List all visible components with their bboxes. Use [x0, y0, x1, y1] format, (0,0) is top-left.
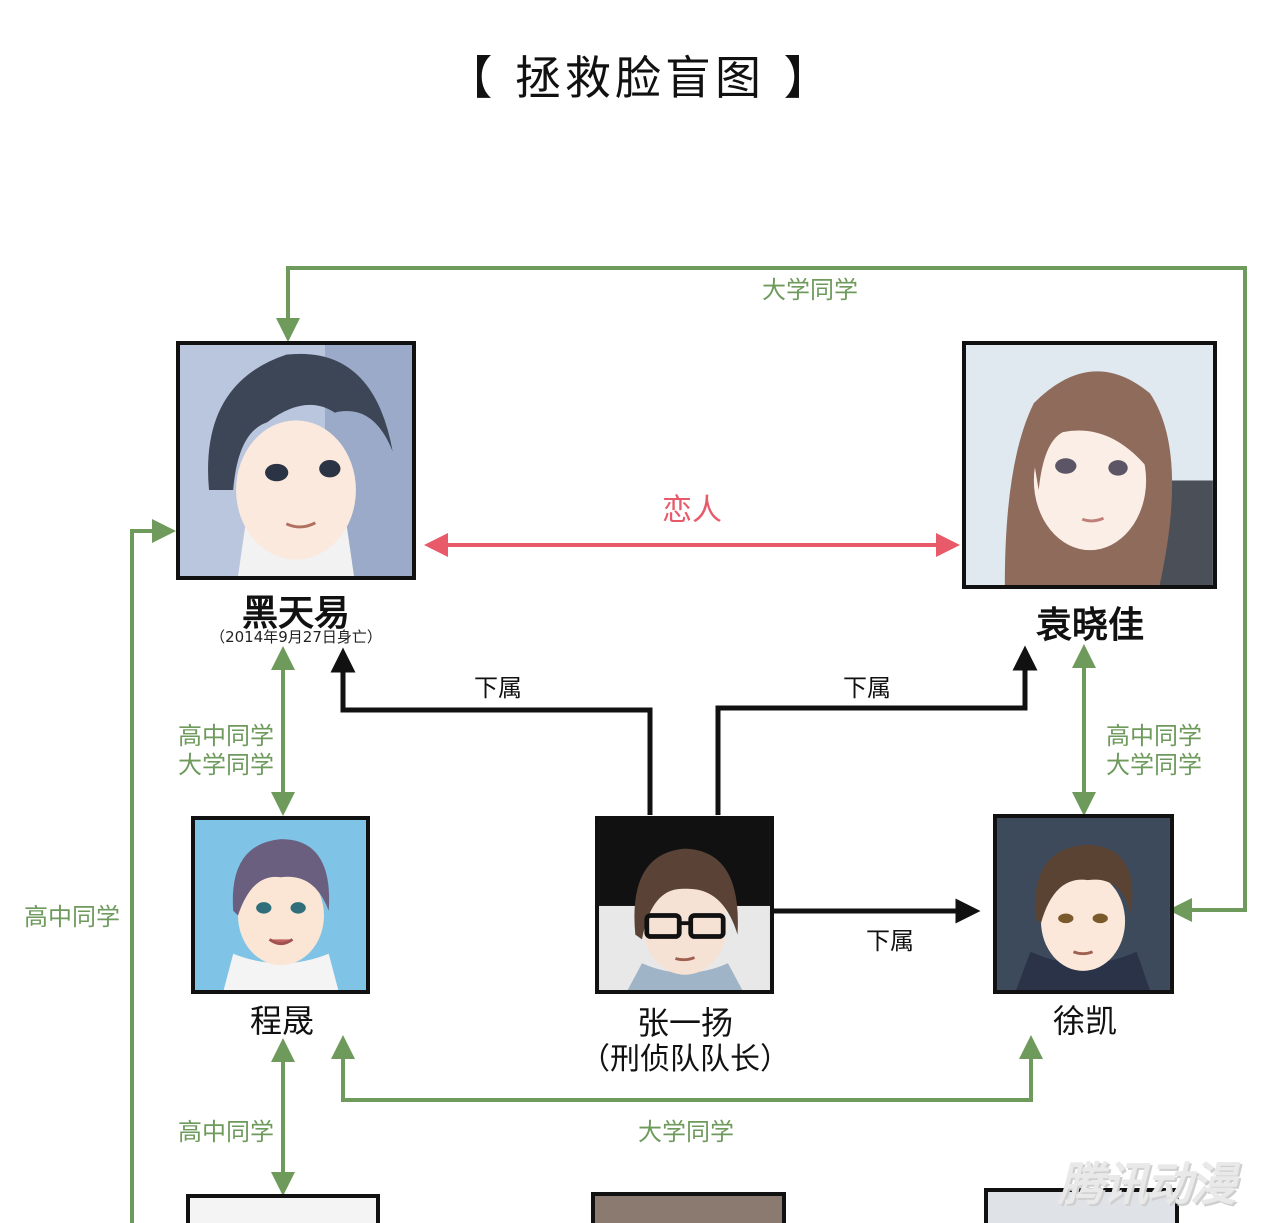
label-subordinate-right: 下属 — [843, 674, 891, 702]
portrait-partial-center — [591, 1192, 786, 1223]
portrait-zhang-yiyang — [595, 816, 774, 994]
label-subordinate-xu: 下属 — [866, 927, 914, 955]
line-zhang-hei — [330, 647, 653, 815]
page-title: 【 拯救脸盲图 】 — [446, 51, 834, 105]
label-top-classmates: 大学同学 — [762, 276, 858, 304]
watermark-logo: 腾讯动漫 — [1058, 1157, 1236, 1211]
line-top-classmates — [276, 266, 1247, 922]
label-yuan-xu-2: 大学同学 — [1106, 751, 1202, 779]
label-yuan-xu-1: 高中同学 — [1106, 722, 1202, 750]
portrait-yuan-xiaojia — [962, 341, 1217, 589]
name-xu-kai: 徐凯 — [1052, 1002, 1117, 1040]
portrait-partial-right — [984, 1188, 1179, 1223]
glasses-portrait-icon — [599, 820, 770, 990]
note-hei-tianyi: （2014年9月27日身亡） — [210, 628, 382, 646]
female-portrait-icon — [966, 345, 1213, 585]
male-portrait-icon — [195, 820, 366, 990]
name-zhang-yiyang: 张一扬 — [636, 1004, 733, 1042]
portrait-cheng-sheng — [191, 816, 370, 994]
label-cheng-below: 高中同学 — [178, 1118, 274, 1146]
line-cheng-xu — [331, 1035, 1043, 1102]
label-hei-cheng-2: 大学同学 — [178, 751, 274, 779]
male-portrait-icon — [180, 345, 412, 576]
label-cheng-xu: 大学同学 — [638, 1118, 734, 1146]
line-zhang-yuan — [715, 645, 1038, 815]
portrait-xu-kai — [993, 814, 1174, 994]
label-far-left: 高中同学 — [24, 903, 120, 931]
role-zhang-yiyang: （刑侦队队长） — [580, 1042, 790, 1077]
label-lovers: 恋人 — [662, 493, 722, 528]
portrait-hei-tianyi — [176, 341, 416, 580]
name-yuan-xiaojia: 袁晓佳 — [1035, 605, 1144, 646]
line-far-left — [130, 519, 176, 1223]
portrait-partial-left — [186, 1194, 380, 1223]
name-cheng-sheng: 程晟 — [249, 1002, 314, 1040]
male-portrait-icon — [997, 818, 1170, 990]
name-hei-tianyi: 黑天易 — [241, 593, 350, 634]
label-hei-cheng-1: 高中同学 — [178, 722, 274, 750]
label-subordinate-left: 下属 — [474, 674, 522, 702]
